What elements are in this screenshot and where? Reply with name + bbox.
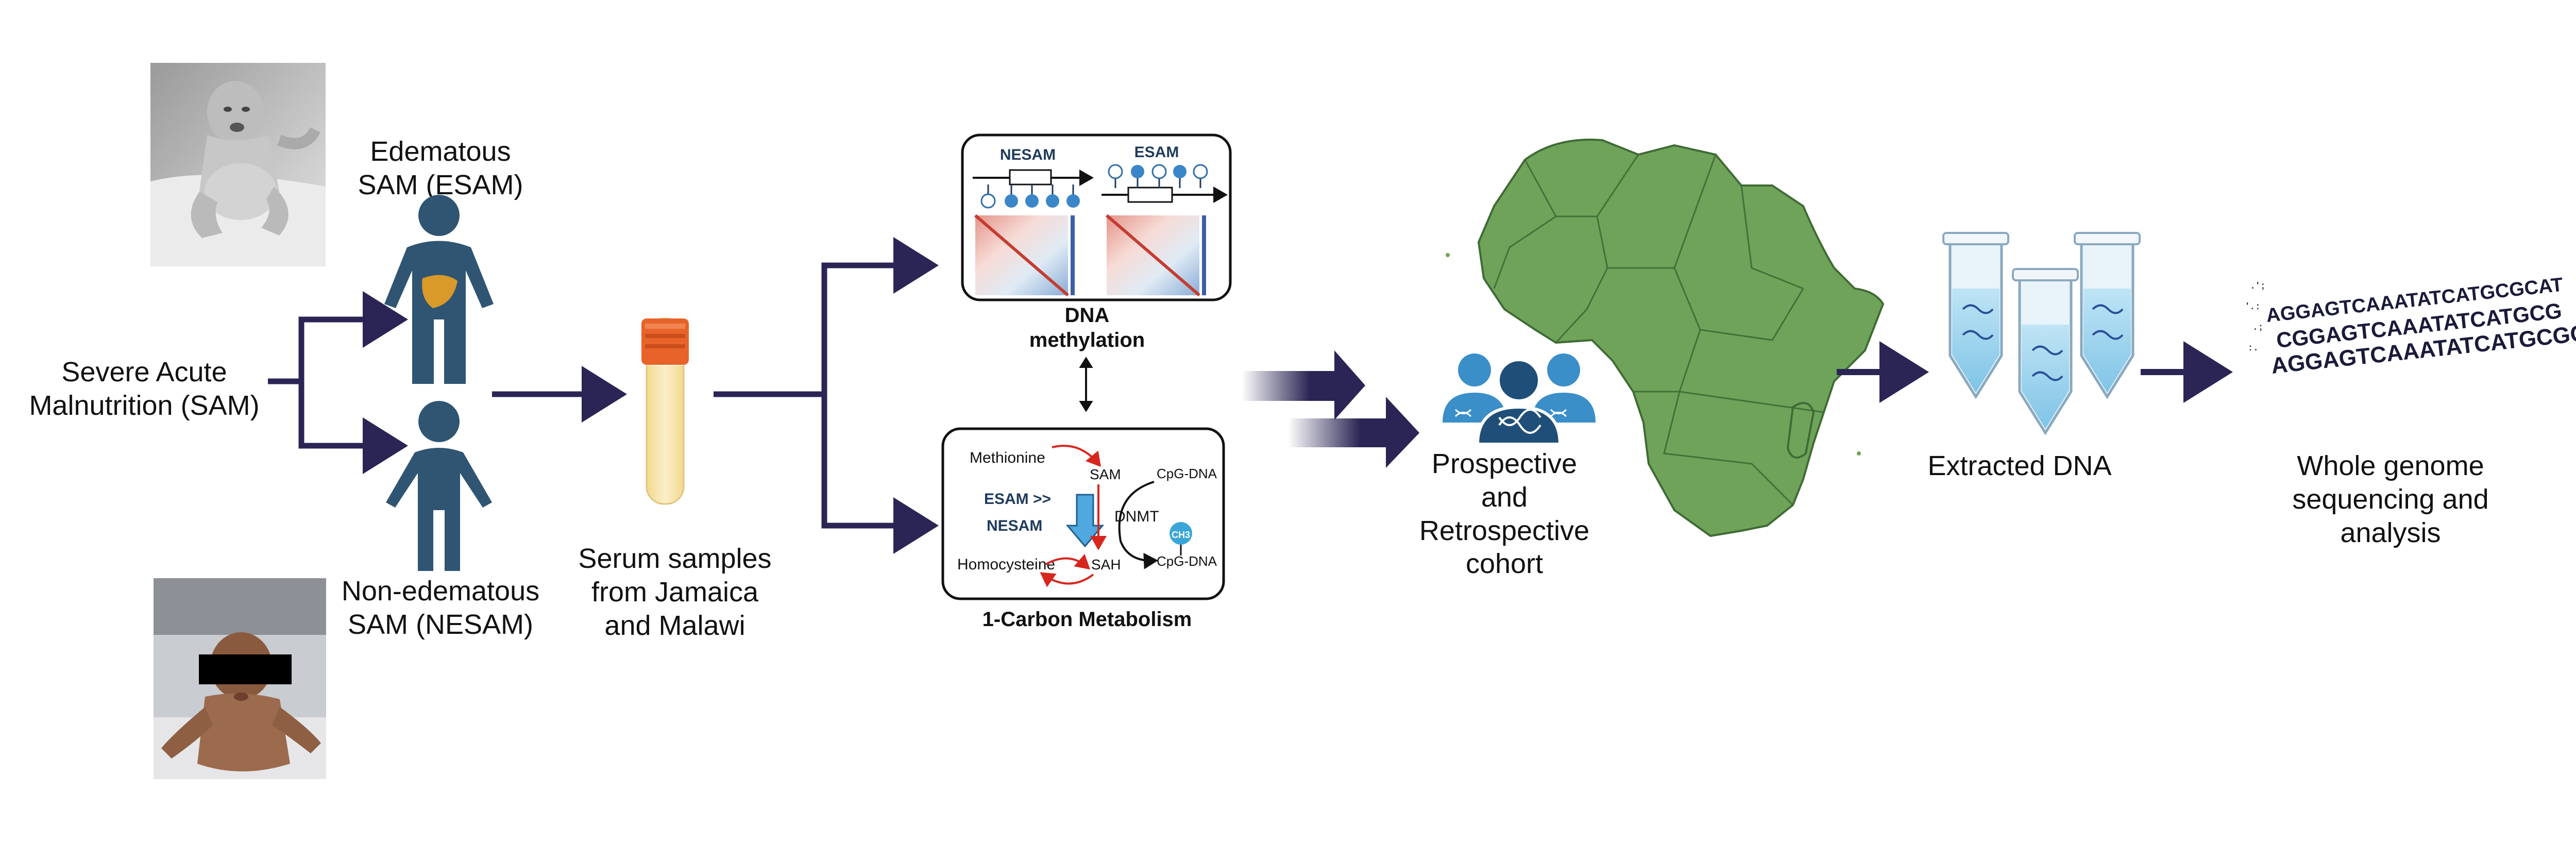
metabolism-methionine: Methionine	[970, 449, 1045, 466]
dna-tubes-icon	[1942, 232, 2141, 435]
esam-child-photo	[150, 63, 326, 266]
metabolism-nesam: NESAM	[987, 517, 1042, 534]
madagascar-shape	[1786, 402, 1815, 459]
esam-label: Edematous SAM (ESAM)	[358, 136, 523, 200]
convergence-arrows	[1242, 350, 1419, 468]
metabolism-sam: SAM	[1090, 466, 1121, 482]
nesam-figure-icon	[386, 401, 492, 571]
svg-text:: .: : .	[2249, 342, 2257, 352]
metabolism-cpg-bottom: CpG-DNA	[1157, 553, 1217, 569]
serum-tube-icon	[641, 317, 689, 505]
methylation-panel: NESAM ESAM	[961, 133, 1232, 301]
dna-helix-icon	[1498, 409, 1541, 434]
svg-text:. ' ;: . ' ;	[2251, 280, 2264, 291]
methylation-right-title: ESAM	[1134, 144, 1179, 161]
metabolism-sah: SAH	[1091, 557, 1121, 572]
sequence-reads-icon: . ' ;' . : . ;: . AGGAGTCAAATATCATGCGCAT…	[2246, 274, 2576, 379]
metabolism-ch3: CH3	[1172, 530, 1190, 540]
africa-map	[1446, 139, 1885, 537]
bidirectional-arrow	[1079, 357, 1093, 412]
liver-icon	[422, 275, 457, 308]
sam-title: Severe Acute Malnutrition (SAM)	[29, 357, 260, 421]
serum-label: Serum samples from Jamaica and Malawi	[578, 543, 772, 641]
metabolism-cpg-top: CpG-DNA	[1157, 466, 1217, 481]
svg-text:. ;: . ;	[2254, 322, 2262, 332]
metabolism-caption: 1-Carbon Metabolism	[982, 608, 1192, 631]
extracted-dna-label: Extracted DNA	[1927, 450, 2112, 481]
metabolism-homocysteine: Homocysteine	[957, 556, 1055, 573]
nesam-child-photo	[154, 578, 326, 779]
methyl-group-icon	[1170, 522, 1192, 545]
cohort-label: Prospective and Retrospective cohort	[1419, 448, 1590, 580]
esam-figure-icon	[384, 195, 494, 384]
privacy-censor-bar	[199, 654, 292, 684]
cohort-people-icon	[1443, 353, 1596, 446]
methylation-caption: DNA methylation	[1029, 304, 1145, 351]
svg-text:' . :: ' . :	[2246, 301, 2259, 311]
metabolism-esam-gt: ESAM >>	[984, 491, 1051, 508]
serum-branch-arrows	[714, 237, 939, 554]
metabolism-panel: Methionine SAM CpG-DNA ESAM >> NESAM DNM…	[941, 427, 1225, 600]
methylation-left-title: NESAM	[1000, 146, 1056, 163]
wgs-label: Whole genome sequencing and analysis	[2292, 450, 2489, 548]
nesam-label: Non-edematous SAM (NESAM)	[341, 576, 540, 640]
sam-branch-arrows	[268, 291, 408, 474]
